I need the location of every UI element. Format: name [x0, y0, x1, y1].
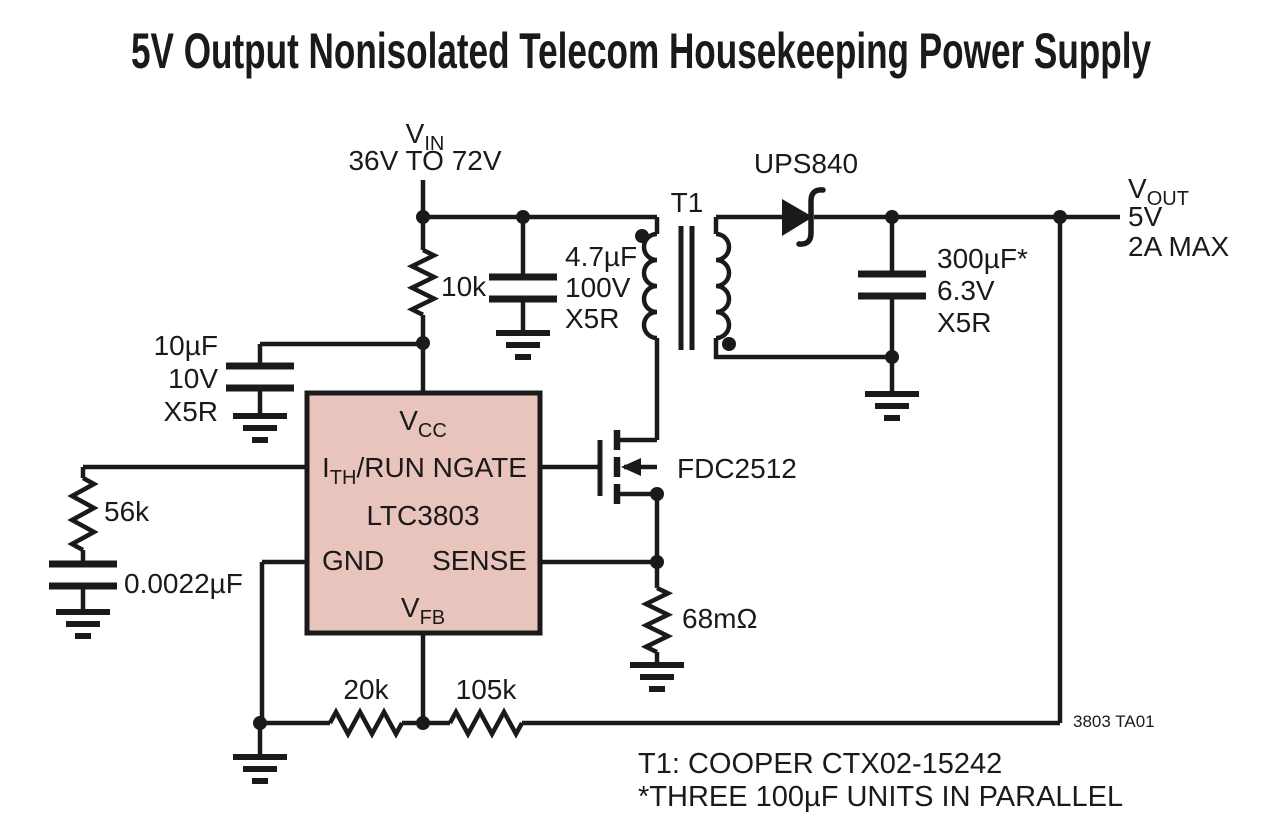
capacitor-0.0022uf — [49, 560, 117, 590]
c-out-voltage: 6.3V — [937, 275, 995, 306]
transformer-primary-polarity-dot — [635, 229, 649, 243]
r-vcc-value: 10k — [441, 271, 487, 302]
wire-ith-network — [80, 464, 307, 612]
mosfet-body-arrow — [621, 458, 641, 476]
ic-pin-sense: SENSE — [432, 545, 527, 576]
junction-mosfet-source — [650, 487, 664, 501]
vin-label: VIN — [406, 118, 445, 155]
capacitors — [49, 270, 926, 590]
c-in-dielectric: X5R — [565, 303, 619, 334]
transformer-label: T1 — [671, 187, 704, 218]
junction-vout-cap — [885, 210, 899, 224]
wires — [80, 180, 1120, 757]
junction-secondary-return — [885, 350, 899, 364]
diode-cathode-bar — [796, 187, 826, 247]
c-comp-value: 0.0022µF — [124, 568, 243, 599]
r-fb2-value: 105k — [456, 674, 518, 705]
capacitor-4.7uf — [489, 273, 557, 303]
diode-label: UPS840 — [754, 148, 858, 179]
mosfet-label: FDC2512 — [677, 453, 797, 484]
capacitor-10uf — [226, 362, 294, 392]
ground-c-comp — [56, 612, 110, 636]
ground-c-vcc — [233, 416, 287, 440]
capacitor-300uf — [858, 270, 926, 300]
r-fb1-value: 20k — [343, 674, 389, 705]
note-transformer: T1: COOPER CTX02-15242 — [638, 748, 1002, 780]
wire-secondary — [713, 217, 892, 360]
c-vcc-value: 10µF — [154, 330, 218, 361]
transformer-secondary-winding — [715, 231, 732, 341]
transformer-primary-winding — [641, 231, 658, 341]
ic-part-number: LTC3803 — [366, 500, 479, 531]
junction-vout-fb — [1053, 210, 1067, 224]
ic-pin-vfb: VFB — [401, 592, 445, 629]
resistor-10k — [406, 247, 440, 317]
resistor-68mohm — [640, 585, 674, 655]
resistor-105k — [448, 707, 524, 739]
figure-reference: 3803 TA01 — [1073, 712, 1155, 731]
junction-vfb-divider — [416, 716, 430, 730]
c-in-voltage: 100V — [565, 272, 631, 303]
junction-dots — [253, 210, 1067, 730]
wire-primary-drain — [620, 217, 660, 443]
ground-c-out — [865, 394, 919, 418]
mosfet-fdc2512 — [597, 430, 641, 504]
c-vcc-voltage: 10V — [168, 363, 218, 394]
ic-pin-ith-run: ITH/RUN — [322, 452, 425, 489]
labels: VIN 36V TO 72V VOUT 5V 2A MAX 10k 4.7µF … — [104, 118, 1229, 813]
ic-pin-gnd: GND — [322, 545, 384, 576]
vout-label: VOUT — [1128, 173, 1189, 210]
c-out-dielectric: X5R — [937, 307, 991, 338]
junction-bottom-gnd — [253, 716, 267, 730]
vin-range-label: 36V TO 72V — [348, 145, 501, 176]
ic-ltc3803: VCC ITH/RUN NGATE LTC3803 GND SENSE VFB — [304, 390, 543, 636]
wire-source — [620, 464, 660, 588]
wire-gnd-pin — [257, 559, 307, 757]
junction-sense — [650, 555, 664, 569]
r-sense-value: 68mΩ — [682, 603, 757, 634]
wire-c-vcc — [257, 341, 423, 416]
resistor-56k — [67, 476, 99, 552]
r-comp-value: 56k — [104, 496, 150, 527]
c-in-value: 4.7µF — [565, 241, 637, 272]
transformer-t1 — [635, 226, 736, 351]
wire-feedback — [260, 217, 1063, 726]
junction-vcc — [416, 336, 430, 350]
resistors — [67, 247, 674, 739]
c-vcc-dielectric: X5R — [164, 396, 218, 427]
ic-pin-vcc: VCC — [399, 405, 447, 442]
ic-body — [304, 390, 543, 636]
page-title: 5V Output Nonisolated Telecom Housekeepi… — [131, 23, 1151, 79]
ground-bottom — [233, 757, 287, 781]
note-capacitor: *THREE 100µF UNITS IN PARALLEL — [638, 781, 1123, 813]
transformer-secondary-polarity-dot — [722, 337, 736, 351]
junction-c-in — [516, 210, 530, 224]
vout-voltage-label: 5V — [1128, 201, 1163, 232]
transformer-core — [678, 226, 695, 350]
diode-ups840 — [782, 187, 826, 247]
c-out-value: 300µF* — [937, 243, 1028, 274]
resistor-20k — [328, 707, 404, 739]
junction-vin — [416, 210, 430, 224]
ground-c-in — [496, 333, 550, 357]
diode-triangle — [782, 199, 813, 236]
ground-r-sense — [630, 665, 684, 689]
vout-current-label: 2A MAX — [1128, 231, 1229, 262]
ic-pin-ngate: NGATE — [433, 452, 527, 483]
